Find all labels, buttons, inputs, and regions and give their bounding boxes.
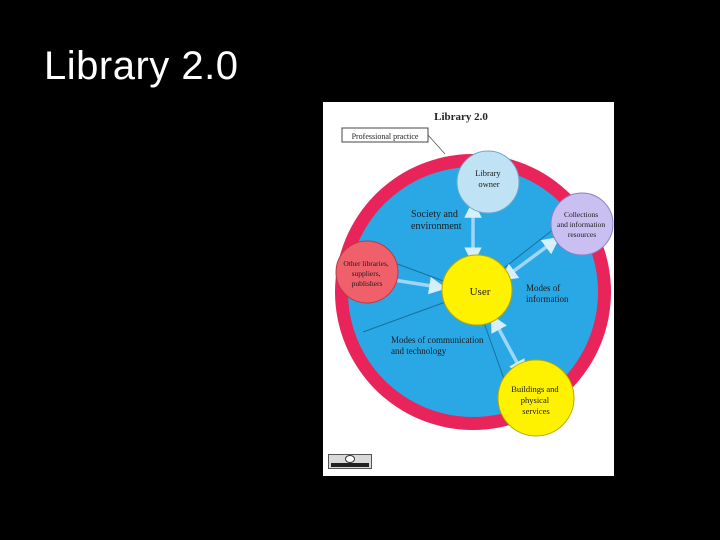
node-other-libraries [335, 240, 399, 304]
node-collections [550, 192, 614, 256]
license-bar [331, 463, 369, 467]
user-circle [441, 254, 513, 326]
arrow-user-collections [499, 236, 561, 282]
node-buildings [497, 359, 575, 437]
slide-title: Library 2.0 [44, 44, 239, 88]
region-modes-information: Modes of information [526, 283, 569, 304]
user-label: User [470, 286, 491, 298]
region-society: Society and environment [411, 209, 462, 232]
practice-connector [427, 134, 446, 155]
creative-commons-icon [345, 455, 355, 463]
node-other-libraries-label: Other libraries, suppliers, publishers [343, 259, 390, 288]
node-library-owner [456, 150, 520, 214]
diagram-title: Library 2.0 [434, 111, 488, 123]
node-buildings-label: Buildings and physical services [511, 384, 561, 416]
node-collections-label: Collections and information resources [557, 210, 607, 239]
practice-label: Professional practice [352, 132, 419, 141]
node-library-owner-label: Library owner [475, 168, 503, 189]
region-modes-communication: Modes of communication and technology [391, 335, 486, 356]
library-2-0-diagram: Library 2.0 Professional practice Societ… [323, 102, 614, 476]
arrow-user-buildings [490, 314, 526, 378]
creative-commons-badge [328, 454, 372, 469]
